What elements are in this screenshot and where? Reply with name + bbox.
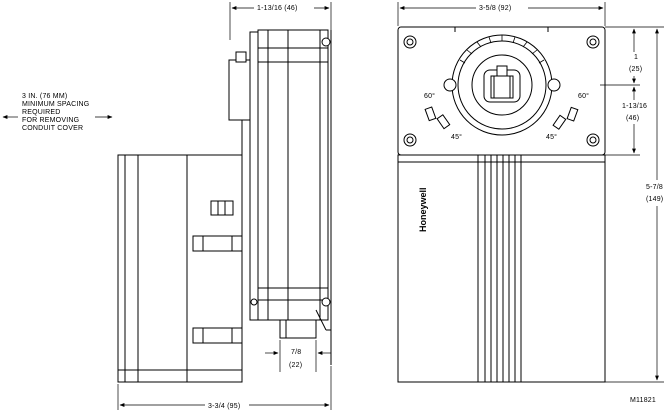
limit-stops [424, 78, 579, 130]
clearance-note: 3 IN. (76 MM) MINIMUM SPACING REQUIRED F… [2, 93, 113, 132]
clamp-bolt [496, 65, 508, 77]
angle-label-45-right: 45° [546, 133, 557, 141]
drawing-id: M11821 [630, 397, 656, 404]
rotary-dial [451, 34, 553, 136]
angle-label-45-left: 45° [451, 133, 462, 141]
note-line-1: 3 IN. (76 MM) [22, 93, 67, 100]
note-line-5: CONDUIT COVER [22, 125, 83, 132]
side-cover-body [117, 154, 243, 383]
stop-slot [566, 106, 579, 122]
angle-label-60-right: 60° [578, 92, 589, 100]
dim-label-front-height-mm: (149) [646, 196, 663, 203]
dim-label-bg [254, 2, 314, 12]
front-cover-ribs [398, 155, 605, 382]
side-view: 1-13/16 (46) [117, 2, 332, 410]
front-cover [397, 154, 606, 383]
stop-hole-right [547, 78, 561, 92]
note-line-3: REQUIRED [22, 109, 61, 116]
dial-ticks [459, 35, 545, 64]
dim-label-front-upper: 1 [634, 54, 638, 61]
note-line-2: MINIMUM SPACING [22, 101, 89, 108]
dim-label-front-top: 3-5/8 (92) [479, 5, 511, 12]
corner-screw-tl [403, 35, 417, 49]
corner-screw-br [586, 133, 600, 147]
dim-label-front-height: 5-7/8 [646, 184, 663, 191]
dim-label-shaft-mm: (22) [289, 362, 302, 369]
stop-slot [424, 106, 437, 122]
dim-label-front-mid: 1-13/16 [622, 103, 647, 110]
dim-label-front-upper-mm: (25) [629, 66, 642, 73]
side-slot [210, 200, 234, 216]
dim-label-side-bottom: 3-3/4 (95) [208, 403, 240, 410]
side-screw [250, 298, 258, 306]
side-screw [321, 37, 331, 47]
side-connector [228, 59, 252, 121]
dim-label-shaft: 7/8 [291, 349, 301, 356]
front-view: 3-5/8 (92) [397, 2, 666, 404]
stop-slot [436, 114, 451, 130]
side-screw [321, 297, 331, 307]
dim-label-side-top: 1-13/16 (46) [257, 5, 298, 12]
dim-label-front-mid-mm: (46) [626, 115, 639, 122]
side-slot [192, 235, 243, 252]
side-connector-cap [235, 51, 247, 63]
side-shaft [279, 319, 317, 339]
corner-screw-tr [586, 35, 600, 49]
side-housing [257, 29, 329, 321]
brand-logo: Honeywell [418, 187, 428, 232]
corner-screw-bl [403, 133, 417, 147]
note-line-4: FOR REMOVING [22, 117, 79, 124]
angle-label-60-left: 60° [424, 92, 435, 100]
stop-slot [552, 114, 567, 130]
stop-hole-left [443, 78, 457, 92]
side-slot [192, 327, 243, 344]
